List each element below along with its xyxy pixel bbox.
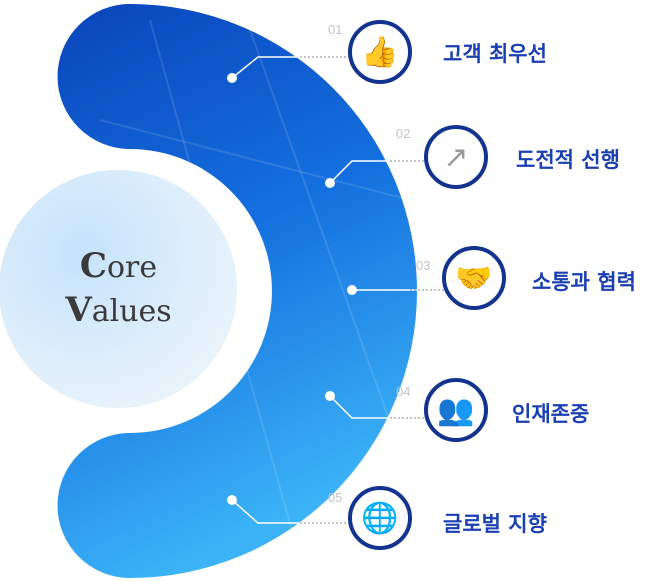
value-number: 02: [396, 126, 411, 141]
people-hand-icon: 👥: [424, 378, 488, 442]
value-number: 05: [328, 490, 343, 505]
title-core: ore: [106, 250, 158, 285]
value-label: 도전적 선행: [516, 148, 620, 172]
title-initial-v: V: [65, 290, 92, 330]
c-shaped-band: [57, 4, 417, 578]
value-label: 인재존중: [512, 402, 590, 426]
value-number: 03: [416, 258, 431, 273]
value-number: 04: [396, 384, 411, 399]
value-label: 고객 최우선: [443, 42, 547, 66]
core-values-title: Core Values: [0, 170, 237, 408]
value-label: 글로벌 지향: [443, 512, 547, 536]
title-initial-c: C: [79, 246, 107, 286]
globe-icon: 🌐: [348, 486, 412, 550]
handshake-icon: 🤝: [442, 246, 506, 310]
thumbs-up-icon: 👍: [348, 20, 412, 84]
growth-arrow-icon: ↗: [424, 125, 488, 189]
title-values: alues: [91, 294, 172, 329]
value-label: 소통과 협력: [532, 270, 636, 294]
core-values-circle: [0, 170, 237, 408]
value-number: 01: [328, 22, 343, 37]
